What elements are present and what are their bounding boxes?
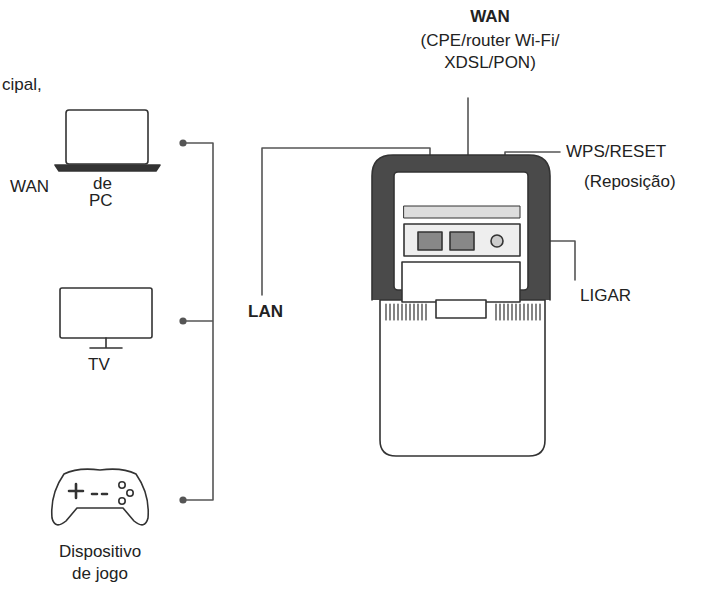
- port-panel: [404, 224, 520, 256]
- tv-stand: [90, 338, 122, 348]
- tv-screen: [60, 288, 152, 338]
- controller-button: [119, 482, 125, 488]
- part-label: (Reposição): [584, 171, 676, 193]
- wan-port: [450, 232, 474, 250]
- power-button: [491, 235, 503, 247]
- part-label: LAN: [248, 301, 283, 323]
- controller-body: [52, 469, 149, 525]
- vents: [386, 304, 540, 320]
- part-label: WAN: [10, 176, 49, 198]
- recess: [402, 262, 520, 302]
- laptop-screen: [66, 110, 148, 164]
- dot: [179, 496, 186, 503]
- dot: [179, 317, 186, 324]
- part-label: Dispositivo de jogo: [50, 541, 150, 585]
- lan-port: [418, 232, 442, 250]
- port-labels: [404, 206, 520, 218]
- laptop-base: [55, 165, 160, 171]
- bracket: [183, 143, 213, 500]
- part-label: WAN: [450, 6, 530, 28]
- device-body: [380, 300, 545, 456]
- tab: [436, 300, 486, 318]
- part-label: PC: [89, 190, 113, 212]
- controller-button: [119, 498, 125, 504]
- part-label: cipal,: [2, 74, 42, 96]
- part-label: (CPE/router Wi-Fi/ XDSL/PON): [405, 30, 575, 74]
- part-label: TV: [88, 354, 110, 376]
- controller-keys: [69, 484, 107, 498]
- controller-button: [127, 490, 133, 496]
- part-label: LIGAR: [580, 285, 631, 307]
- dot: [179, 139, 186, 146]
- part-label: WPS/RESET: [566, 141, 666, 163]
